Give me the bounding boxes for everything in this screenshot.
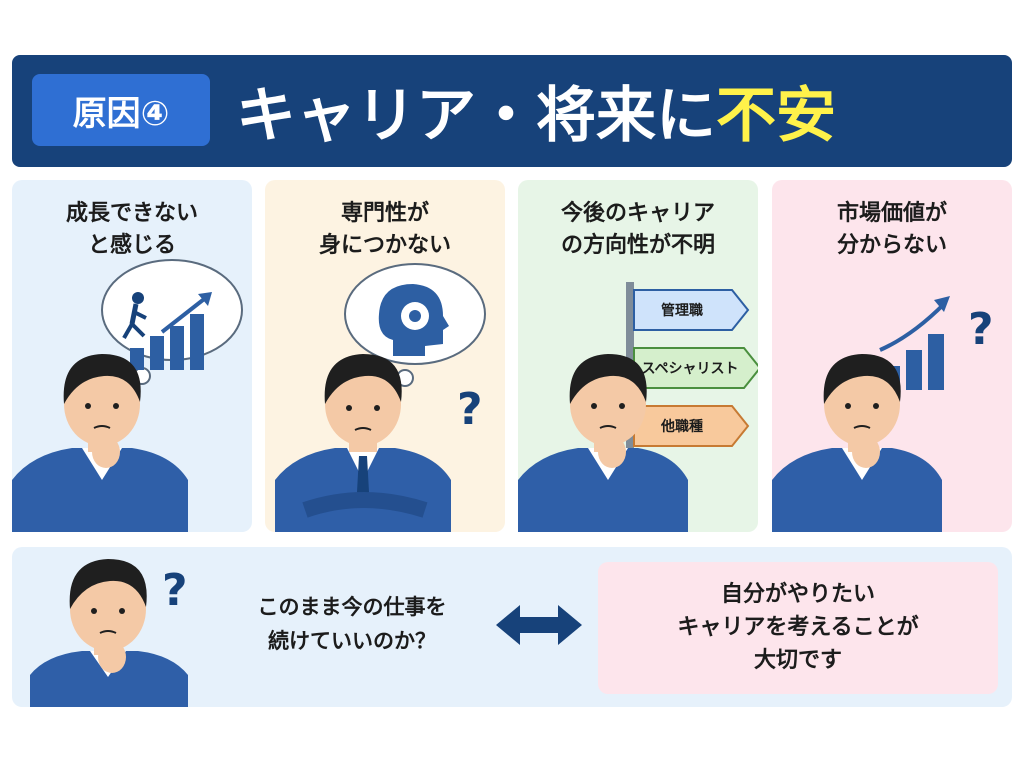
title-main: キャリア・将来に — [236, 80, 716, 151]
worried-worker-signpost-illustration: 管理職 スペシャリスト 他職種 — [518, 282, 758, 532]
card-unclear-direction: 管理職 スペシャリスト 他職種 今後のキャリア の方向性が不明 — [518, 180, 758, 532]
card-caption: 市場価値が 分からない — [836, 201, 947, 258]
sign-specialist: スペシャリスト — [641, 361, 738, 377]
card-unknown-market-value: ? 市場価値が 分からない — [772, 180, 1012, 532]
sign-management: 管理職 — [661, 302, 703, 319]
worker-figure — [772, 354, 942, 532]
worried-worker-growth-illustration — [12, 259, 243, 532]
card-no-expertise: ? 専門性が 身につかない — [265, 180, 505, 532]
page-title: キャリア・将来に不安 — [236, 62, 836, 158]
question-mark-icon: ? — [968, 304, 994, 355]
worried-worker-expertise-illustration: ? — [275, 263, 486, 532]
double-arrow-icon — [496, 605, 582, 645]
sign-other-job: 他職種 — [660, 418, 703, 435]
worker-figure — [12, 354, 188, 532]
card-caption: 今後のキャリア の方向性が不明 — [560, 201, 715, 258]
worker-figure — [275, 354, 451, 532]
head-gear-icon — [378, 284, 449, 356]
worker-figure — [518, 354, 688, 532]
signpost-icon: 管理職 スペシャリスト 他職種 — [633, 289, 758, 447]
card-no-growth: 成長できない と感じる — [12, 180, 252, 532]
answer-text: 自分がやりたい キャリアを考えることが 大切です — [677, 582, 919, 673]
worried-worker-market-illustration: ? — [772, 296, 994, 532]
card-caption: 専門性が 身につかない — [318, 201, 451, 258]
title-highlight: 不安 — [716, 80, 836, 151]
card-caption: 成長できない と感じる — [65, 201, 198, 258]
answer-box — [598, 562, 998, 694]
bottom-question: このまま今の仕事を 続けていいのか？ — [257, 595, 447, 653]
question-mark-icon: ? — [457, 384, 483, 435]
bottom-illustration: ? — [30, 559, 582, 707]
cause-badge: 原因④ — [32, 74, 210, 146]
question-mark-icon: ? — [162, 565, 188, 616]
growth-chart-icon — [122, 292, 212, 370]
worker-figure — [30, 559, 188, 707]
